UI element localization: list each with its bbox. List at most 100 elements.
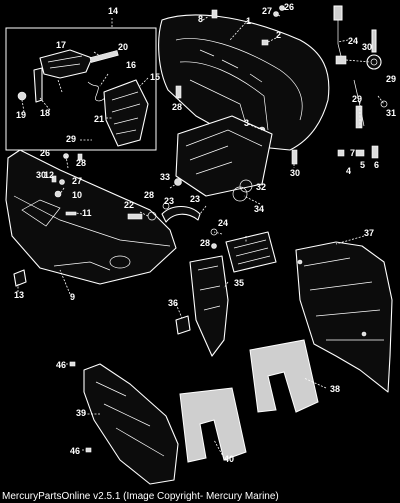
callout-29: 29 [66,134,76,144]
callout-19: 19 [16,110,26,120]
callout-43: 38 [330,384,340,394]
hose-23 [161,205,201,223]
callout-24a: 23 [164,196,174,206]
washer-26 [279,5,285,11]
callout-6: 6 [374,160,379,170]
screw-8 [211,9,218,19]
callout-31: 28 [172,102,182,112]
latch-housing [103,79,149,147]
callout-17: 17 [56,40,66,50]
side-panel-40 [189,255,229,357]
grommet-13 [13,269,27,287]
callout-45: 40 [224,454,234,464]
lower-cowl-left [5,149,177,285]
callout-40: 35 [234,278,244,288]
callout-44: 39 [76,408,86,418]
callout-13: 13 [14,290,24,300]
callout-23: 23 [190,194,200,204]
callout-14: 14 [108,6,118,16]
trim-sensor-25 [333,5,347,65]
callout-42: 37 [364,228,374,238]
screw-11 [65,211,77,216]
callout-9: 9 [70,292,75,302]
callout-36: 31 [386,108,396,118]
callout-26: 26 [284,2,294,12]
callout-35: 30 [362,42,372,52]
callout-28: 28 [76,158,86,168]
screw-19 [17,91,27,101]
callout-38: 33 [160,172,170,182]
callout-22: 22 [124,200,134,210]
part-27b [59,179,65,185]
ring-36 [380,100,388,108]
callout-4: 4 [346,166,351,176]
screw-42a [297,259,303,265]
clamp-24b [210,228,218,236]
callout-46b: 46 [70,446,80,456]
connector-panel [225,231,277,273]
callout-24b: 24 [218,218,228,228]
side-panel-44 [83,363,179,485]
latch-bracket-assembly [33,49,119,103]
callout-1: 1 [246,16,251,26]
seal-39 [232,186,248,202]
part-6 [371,145,379,159]
part-10 [54,190,62,198]
part-5 [355,149,365,157]
part-33 [355,105,363,129]
callout-27: 27 [262,6,272,16]
callout-labels: 14 8 27 26 1 2 24 30 29 31 29 3 28 4 5 6… [14,2,396,464]
callout-27b: 27 [72,176,82,186]
callout-10: 10 [72,190,82,200]
screw-38 [174,178,182,186]
part-28b [77,153,83,161]
nut-2 [261,39,269,46]
callout-11: 11 [82,208,92,218]
bolt-30 [291,149,298,165]
ring-37 [239,179,253,193]
screw-28c [211,243,217,249]
callout-15: 15 [150,72,160,82]
callout-18: 18 [40,108,50,118]
callout-37: 32 [256,182,266,192]
callout-26b: 26 [40,148,50,158]
air-box [175,115,273,197]
callout-32: 28 [144,190,154,200]
part-12 [51,175,57,183]
tube-34 [371,29,377,53]
pad-43 [249,339,319,413]
callout-34: 29 [386,74,396,84]
bolt-31 [175,85,182,99]
leader-lines [17,13,385,459]
callout-3: 3 [244,118,249,128]
inset-frame [5,27,157,151]
grommet-35 [366,54,382,70]
callout-39: 34 [254,204,264,214]
side-panel-42 [295,241,393,393]
callout-21: 21 [94,114,104,124]
screw-4 [337,149,345,157]
screw-46a [69,361,76,367]
top-cowl [158,14,330,151]
callout-2: 2 [276,30,281,40]
callout-25: 24 [348,36,358,46]
callout-46a: 46 [56,360,66,370]
bolt-22 [127,213,143,220]
callout-8: 8 [198,14,203,24]
grommet-41 [175,315,191,335]
callout-16: 16 [126,60,136,70]
callout-7: 7 [350,148,355,158]
screw-42b [361,331,367,337]
callout-28c: 28 [200,238,210,248]
clamp-24a [162,202,170,210]
callout-5: 5 [360,160,365,170]
callout-12: 12 [44,170,54,180]
screw-46b [85,447,92,453]
callout-33: 29 [352,94,362,104]
copyright-footer: MercuryPartsOnline v2.5.1 (Image Copyrig… [2,491,279,502]
callout-30: 30 [290,168,300,178]
callout-29b: 30 [36,170,46,180]
callout-41: 36 [168,298,178,308]
callout-20: 20 [118,42,128,52]
